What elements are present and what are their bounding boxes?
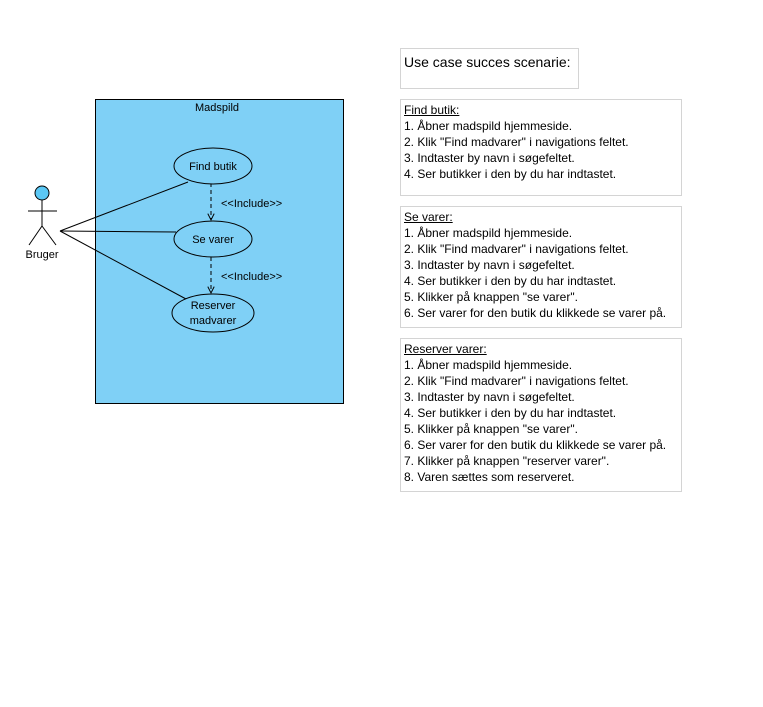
use-case-find-butik-label: Find butik: [189, 161, 237, 173]
scenario-step: 3. Indtaster by navn i søgefeltet.: [404, 390, 575, 404]
scenario-title: Use case succes scenarie:: [404, 54, 571, 70]
association-se-varer[interactable]: [59, 230, 177, 233]
use-case-reserver-madvarer[interactable]: [171, 293, 255, 333]
use-case-reserver-label-line2: madvarer: [190, 315, 237, 327]
scenario-step: 3. Indtaster by navn i søgefeltet.: [404, 258, 575, 272]
scenario-step: 4. Ser butikker i den by du har indtaste…: [404, 274, 617, 288]
scenario-heading: Find butik:: [404, 103, 460, 117]
association-find-butik[interactable]: [59, 181, 189, 232]
scenario-step: 4. Ser butikker i den by du har indtaste…: [404, 167, 617, 181]
use-case-se-varer-label: Se varer: [192, 234, 234, 246]
scenario-step: 1. Åbner madspild hjemmeside.: [404, 358, 573, 372]
scenario-step: 5. Klikker på knappen "se varer".: [404, 422, 578, 436]
scenario-steps: 1. Åbner madspild hjemmeside. 2. Klik "F…: [404, 225, 678, 321]
use-case-find-butik[interactable]: [173, 147, 253, 185]
scenario-step: 5. Klikker på knappen "se varer".: [404, 290, 578, 304]
scenario-heading: Reserver varer:: [404, 342, 487, 356]
scenario-note-find-butik[interactable]: Find butik: 1. Åbner madspild hjemmeside…: [400, 99, 682, 196]
scenario-step: 1. Åbner madspild hjemmeside.: [404, 226, 573, 240]
include-label-1: <<Include>>: [221, 198, 282, 210]
scenario-step: 1. Åbner madspild hjemmeside.: [404, 119, 573, 133]
actor-label: Bruger: [25, 249, 58, 261]
scenario-steps: 1. Åbner madspild hjemmeside. 2. Klik "F…: [404, 357, 678, 485]
scenario-step: 3. Indtaster by navn i søgefeltet.: [404, 151, 575, 165]
use-case-se-varer[interactable]: [173, 220, 253, 258]
actor-bruger[interactable]: [28, 185, 57, 246]
scenario-step: 2. Klik "Find madvarer" i navigations fe…: [404, 374, 629, 388]
scenario-note-se-varer[interactable]: Se varer: 1. Åbner madspild hjemmeside. …: [400, 206, 682, 328]
scenario-step: 2. Klik "Find madvarer" i navigations fe…: [404, 135, 629, 149]
scenario-step: 8. Varen sættes som reserveret.: [404, 470, 575, 484]
scenario-title-note[interactable]: Use case succes scenarie:: [400, 48, 579, 89]
system-name: Madspild: [195, 102, 239, 114]
scenario-step: 2. Klik "Find madvarer" i navigations fe…: [404, 242, 629, 256]
scenario-step: 6. Ser varer for den butik du klikkede s…: [404, 438, 667, 452]
scenario-heading: Se varer:: [404, 210, 453, 224]
actor-head: [34, 185, 50, 201]
use-case-reserver-label-line1: Reserver: [191, 300, 236, 312]
scenario-note-reserver-varer[interactable]: Reserver varer: 1. Åbner madspild hjemme…: [400, 338, 682, 492]
association-reserver[interactable]: [59, 230, 187, 300]
scenario-step: 6. Ser varer for den butik du klikkede s…: [404, 306, 667, 320]
include-label-2: <<Include>>: [221, 271, 282, 283]
scenario-steps: 1. Åbner madspild hjemmeside. 2. Klik "F…: [404, 118, 678, 182]
scenario-step: 7. Klikker på knappen "reserver varer".: [404, 454, 610, 468]
scenario-step: 4. Ser butikker i den by du har indtaste…: [404, 406, 617, 420]
